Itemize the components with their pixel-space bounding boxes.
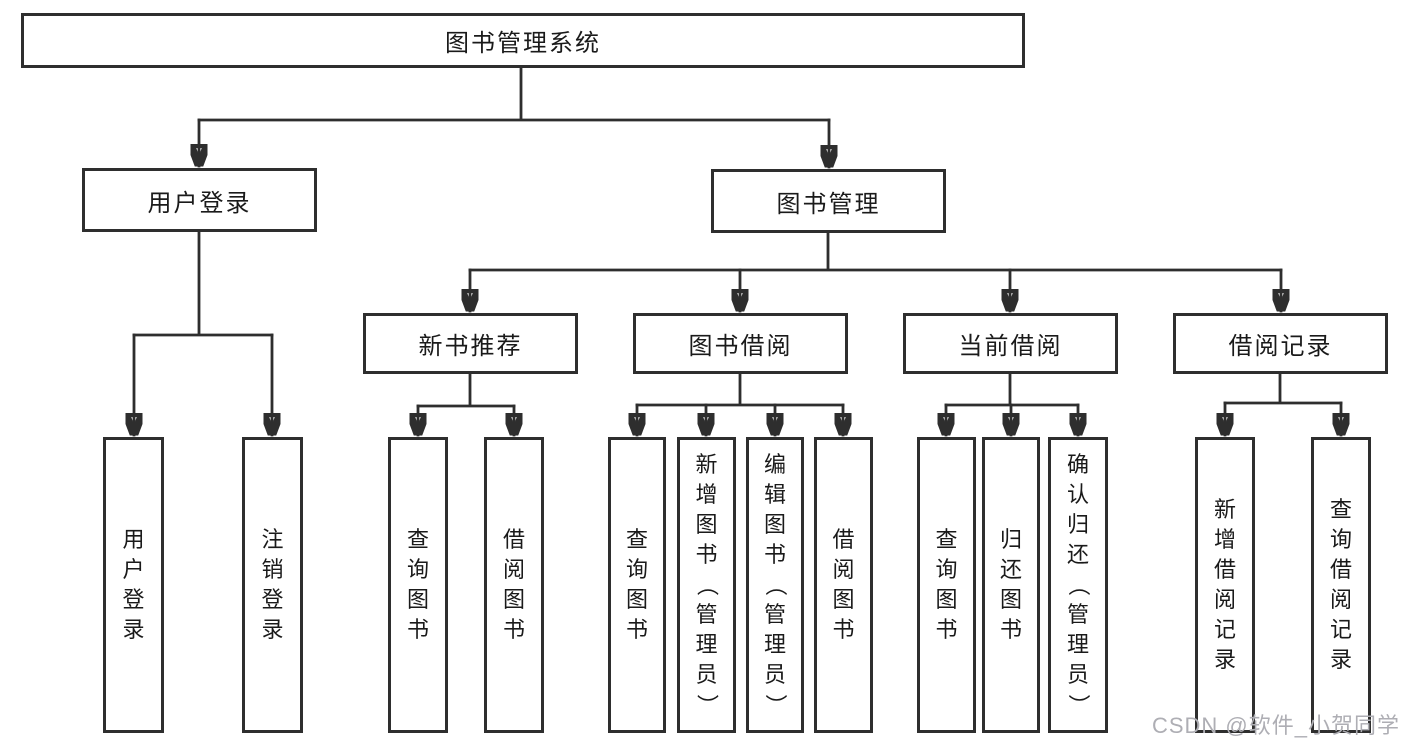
leaf-logout: 注销登录 — [242, 437, 303, 733]
leaf-query-book-borrow-label: 查询图书 — [625, 527, 648, 642]
leaf-query-book-rec: 查询图书 — [388, 437, 448, 733]
connector-user-login-children — [134, 230, 272, 437]
leaf-add-borrow-record-label: 新增借阅记录 — [1213, 497, 1236, 672]
leaf-return-book-label: 归还图书 — [999, 527, 1022, 642]
node-borrow-record-label: 借阅记录 — [1228, 333, 1333, 360]
node-book-mgmt-label: 图书管理 — [776, 190, 881, 218]
csdn-watermark: CSDN @软件_小贺同学 — [1151, 713, 1400, 738]
node-current-borrow: 当前借阅 — [903, 313, 1118, 374]
leaf-add-book-label: 新增图书（管理员） — [694, 452, 720, 716]
leaf-borrow-book-label: 借阅图书 — [832, 527, 855, 642]
connector-new-book-rec-children — [418, 372, 514, 437]
node-user-login: 用户登录 — [82, 168, 317, 232]
node-book-borrow-label: 图书借阅 — [688, 333, 793, 360]
leaf-edit-book-label: 编辑图书（管理员） — [763, 452, 788, 716]
node-new-book-rec-label: 新书推荐 — [418, 333, 523, 360]
node-root: 图书管理系统 — [21, 13, 1025, 68]
leaf-add-borrow-record: 新增借阅记录 — [1195, 437, 1255, 733]
leaf-borrow-book-rec-label: 借阅图书 — [502, 527, 525, 642]
node-current-borrow-label: 当前借阅 — [958, 333, 1063, 360]
connector-borrow-record-children — [1225, 372, 1341, 437]
leaf-add-book: 新增图书（管理员） — [677, 437, 736, 733]
leaf-confirm-return: 确认归还（管理员） — [1048, 437, 1108, 733]
node-root-label: 图书管理系统 — [445, 30, 601, 57]
leaf-borrow-book-rec: 借阅图书 — [484, 437, 544, 733]
leaf-query-book-borrow: 查询图书 — [608, 437, 666, 733]
leaf-confirm-return-label: 确认归还（管理员） — [1066, 452, 1091, 716]
connector-root-to-level2 — [199, 66, 829, 169]
node-new-book-rec: 新书推荐 — [363, 313, 578, 374]
leaf-user-login: 用户登录 — [103, 437, 164, 733]
leaf-query-borrow-record: 查询借阅记录 — [1311, 437, 1371, 733]
leaf-user-login-label: 用户登录 — [122, 527, 145, 642]
connector-current-borrow-children — [946, 372, 1078, 437]
leaf-return-book: 归还图书 — [982, 437, 1040, 733]
leaf-query-book-current: 查询图书 — [917, 437, 976, 733]
connector-book-borrow-children — [637, 372, 843, 437]
leaf-borrow-book: 借阅图书 — [814, 437, 873, 733]
node-book-borrow: 图书借阅 — [633, 313, 848, 374]
leaf-query-book-rec-label: 查询图书 — [406, 527, 429, 642]
node-book-mgmt: 图书管理 — [711, 169, 946, 233]
leaf-query-book-current-label: 查询图书 — [935, 527, 958, 642]
leaf-edit-book: 编辑图书（管理员） — [746, 437, 804, 733]
node-user-login-label: 用户登录 — [147, 189, 252, 217]
node-borrow-record: 借阅记录 — [1173, 313, 1388, 374]
leaf-query-borrow-record-label: 查询借阅记录 — [1329, 497, 1352, 672]
leaf-logout-label: 注销登录 — [261, 527, 284, 642]
connector-book-mgmt-to-level3 — [470, 231, 1281, 313]
